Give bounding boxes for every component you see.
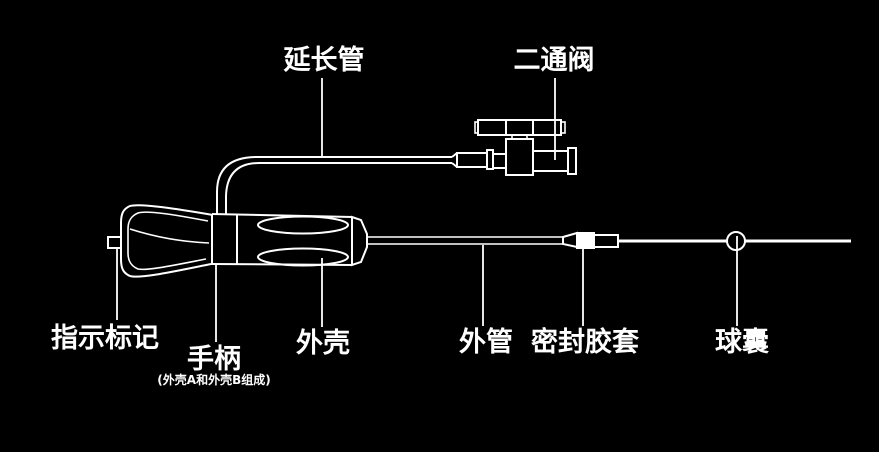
indicator-mark-drawing	[107, 236, 122, 249]
label-sealing-sleeve: 密封胶套	[531, 326, 639, 358]
label-balloon: 球囊	[715, 327, 769, 358]
label-handle: 手柄	[187, 344, 241, 375]
label-extension-tube: 延长管	[283, 45, 365, 76]
label-two-way-valve: 二通阀	[514, 45, 595, 76]
extension-tube-drawing	[216, 152, 458, 215]
two-way-valve-drawing	[456, 119, 577, 176]
sealing-sleeve-drawing	[562, 231, 619, 249]
label-outer-shell: 外壳	[296, 328, 350, 359]
nose-cone-drawing	[351, 215, 368, 267]
label-outer-tube: 外管	[459, 327, 513, 358]
outer-shell-drawing	[210, 213, 368, 267]
handle-drawing	[120, 204, 214, 278]
balloon-wire-drawing	[618, 231, 851, 251]
valve-port-drawing	[532, 150, 569, 172]
luer-fitting-drawing	[456, 152, 488, 168]
label-indicator-mark: 指示标记	[51, 323, 159, 354]
outer-tube-drawing	[368, 236, 563, 245]
valve-body-drawing	[505, 138, 534, 176]
balloon-drawing	[726, 231, 746, 251]
label-handle-note: (外壳A和外壳B组成)	[157, 372, 270, 387]
valve-handle-bar-drawing	[477, 119, 562, 136]
